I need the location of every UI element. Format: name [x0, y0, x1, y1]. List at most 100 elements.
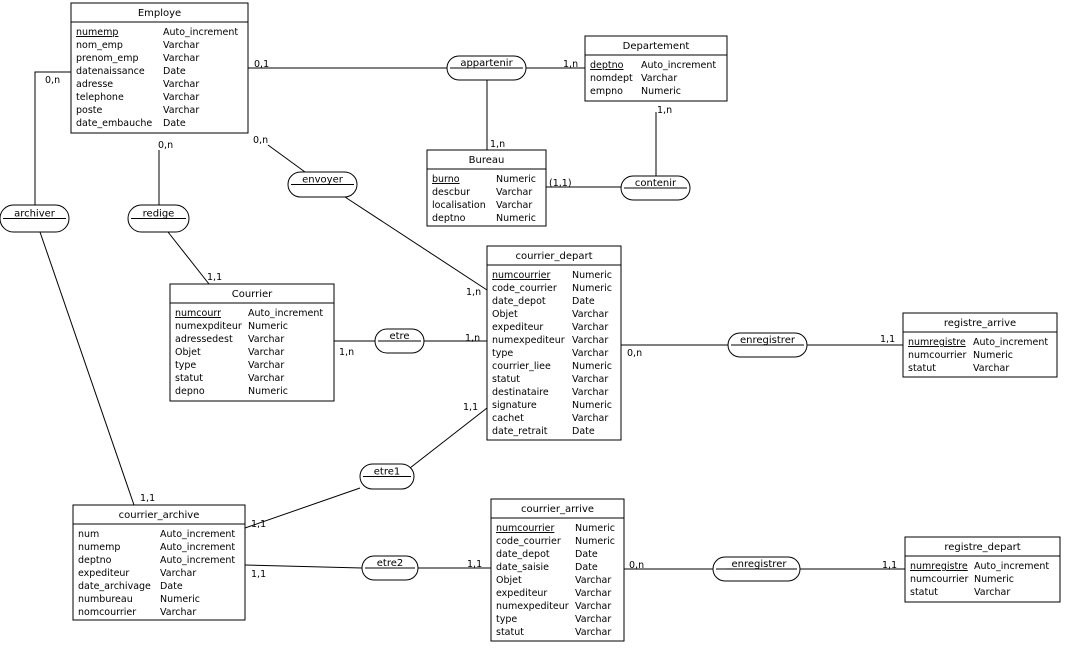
- attribute-name: nom_emp: [76, 40, 123, 51]
- attribute-name: date_saisie: [496, 562, 549, 573]
- attribute-type: Numeric: [496, 174, 536, 185]
- attribute-type: Varchar: [974, 587, 1010, 598]
- relationship-label: etre: [389, 331, 409, 342]
- cardinality-label: 0,n: [629, 560, 644, 571]
- entity-title: Departement: [623, 41, 690, 52]
- attribute-type: Varchar: [496, 200, 532, 211]
- attribute-type: Varchar: [572, 309, 608, 320]
- attribute-type: Varchar: [163, 92, 199, 103]
- relationship-redige: redige: [127, 204, 190, 233]
- attribute-name: Objet: [496, 575, 522, 586]
- cardinality-label: 1,1: [207, 272, 222, 283]
- attribute-name: deptno: [590, 60, 624, 71]
- attribute-type: Varchar: [572, 348, 608, 359]
- entity-box: [904, 536, 1061, 603]
- attribute-type: Varchar: [248, 347, 284, 358]
- attribute-type: Varchar: [572, 322, 608, 333]
- relationship-label: appartenir: [460, 58, 513, 69]
- attribute-name: datenaissance: [76, 66, 145, 77]
- cardinality-label: 1,1: [140, 493, 155, 504]
- attribute-type: Varchar: [575, 575, 611, 586]
- attribute-type: Numeric: [575, 536, 615, 547]
- attribute-type: Auto_increment: [160, 529, 235, 540]
- relationships: appartenir contenir archiver redige envoyer e…: [0, 55, 808, 582]
- attribute-name: numexpediteur: [492, 335, 565, 346]
- attribute-name: date_depot: [492, 296, 546, 307]
- cardinality-label: 1,1: [882, 560, 897, 571]
- attribute-type: Varchar: [248, 360, 284, 371]
- attribute-name: telephone: [76, 92, 124, 103]
- attribute-type: Numeric: [575, 523, 615, 534]
- attribute-type: Numeric: [248, 386, 288, 397]
- attribute-name: statut: [908, 363, 936, 374]
- attribute-type: Numeric: [974, 574, 1014, 585]
- attribute-type: Numeric: [160, 594, 200, 605]
- attribute-name: statut: [910, 587, 938, 598]
- attribute-name: poste: [76, 105, 103, 116]
- attribute-type: Numeric: [572, 283, 612, 294]
- attribute-name: deptno: [432, 213, 466, 224]
- attribute-name: courrier_liee: [492, 361, 551, 372]
- attribute-type: Date: [575, 562, 598, 573]
- relationship-label: etre1: [374, 467, 400, 478]
- attribute-name: adresse: [76, 79, 113, 90]
- entity-title: registre_arrive: [944, 318, 1016, 329]
- attribute-name: numregistre: [908, 337, 966, 348]
- cardinality-label: 1,1: [467, 559, 482, 570]
- attribute-type: Varchar: [641, 73, 677, 84]
- cardinality-label: 1,n: [563, 59, 578, 70]
- attribute-name: statut: [175, 373, 203, 384]
- link-archiver-courrier-archive: [39, 231, 135, 506]
- cardinality-label: 1,n: [657, 105, 672, 116]
- cardinality-label: 1,n: [490, 139, 505, 150]
- attribute-name: nomcourrier: [78, 607, 136, 618]
- link-etre1-courrier-archive: [244, 487, 361, 529]
- cardinality-label: 0,n: [45, 75, 60, 86]
- cardinality-label: 0,1: [254, 59, 269, 70]
- attribute-type: Auto_increment: [641, 60, 716, 71]
- relationship-contenir: contenir: [620, 175, 691, 201]
- cardinality-label: 1,1: [251, 569, 266, 580]
- relationship-envoyer: envoyer: [287, 171, 358, 198]
- attribute-type: Auto_increment: [160, 555, 235, 566]
- connector-lines: [34, 67, 905, 570]
- attribute-name: destinataire: [492, 387, 549, 398]
- attribute-type: Varchar: [160, 568, 196, 579]
- link-envoyer-courrier-depart: [344, 196, 488, 291]
- attribute-name: numcourrier: [908, 350, 966, 361]
- attribute-name: statut: [492, 374, 520, 385]
- entity-title: courrier_arrive: [521, 504, 594, 515]
- cardinality-label: 0,n: [627, 348, 642, 359]
- attribute-name: expediteur: [492, 322, 543, 333]
- attribute-name: expediteur: [78, 568, 129, 579]
- attribute-type: Varchar: [163, 79, 199, 90]
- cardinality-label: 0,n: [158, 140, 173, 151]
- entity-title: Employe: [138, 8, 181, 19]
- cardinality-label: 1,n: [466, 287, 481, 298]
- attribute-name: empno: [590, 86, 623, 97]
- relationship-label: archiver: [14, 209, 56, 220]
- attribute-name: burno: [432, 174, 460, 185]
- entity-box: [584, 35, 728, 102]
- entity-box: [490, 498, 625, 642]
- attribute-type: Auto_increment: [974, 561, 1049, 572]
- attribute-type: Date: [163, 66, 186, 77]
- attribute-name: expediteur: [496, 588, 547, 599]
- attribute-type: Date: [163, 118, 186, 129]
- entity-box: [426, 149, 547, 227]
- attribute-type: Varchar: [575, 614, 611, 625]
- attribute-type: Varchar: [572, 374, 608, 385]
- relationship-label: etre2: [377, 558, 403, 569]
- relationship-enregistrer: enregistrer: [727, 332, 808, 358]
- entity-title: Bureau: [469, 155, 505, 166]
- attribute-type: Varchar: [572, 335, 608, 346]
